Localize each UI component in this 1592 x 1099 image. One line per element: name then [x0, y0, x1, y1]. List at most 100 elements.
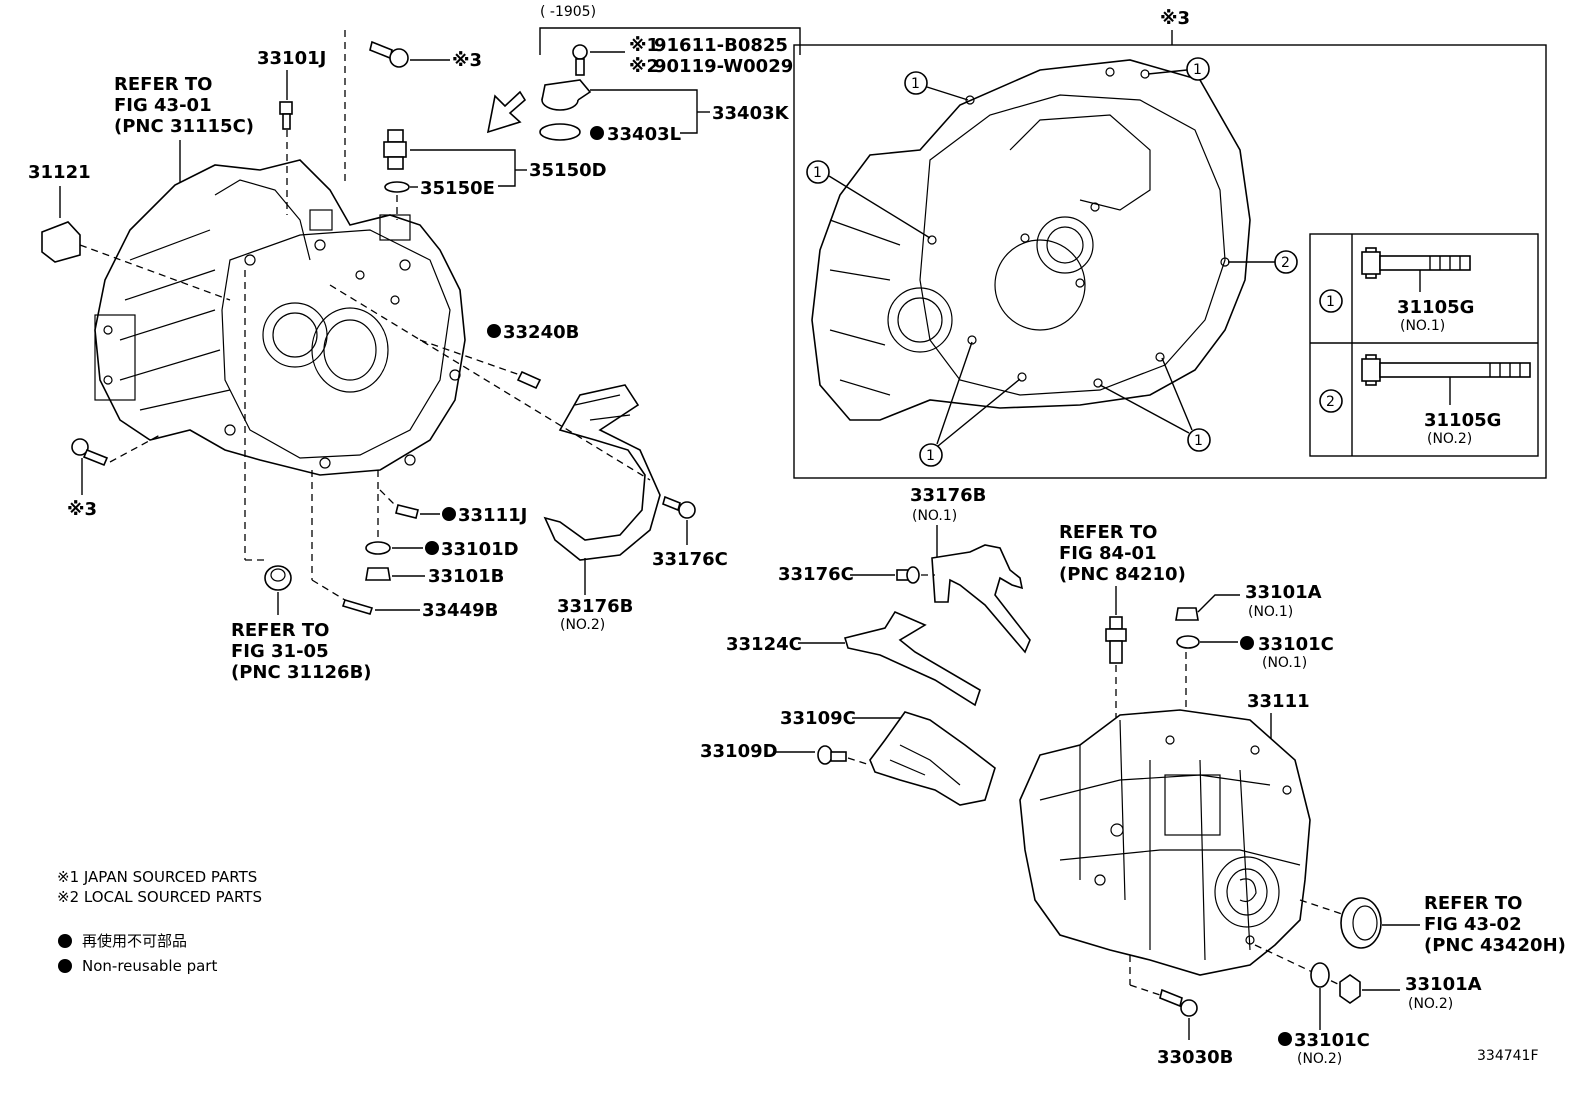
bracket-33176B-no1 — [931, 544, 1031, 654]
plug-33101B — [365, 567, 391, 581]
part-label-33030B[interactable]: 33030B — [1157, 1047, 1233, 1068]
part-sub-33101A-bot: (NO.2) — [1408, 996, 1453, 1012]
plug-31121 — [41, 221, 231, 301]
part-label-33101B[interactable]: 33101B — [428, 566, 504, 587]
gasket-33101C-no2 — [1310, 962, 1330, 988]
table-callout-1: 1 — [1326, 294, 1335, 310]
ref-fig3105-line1[interactable]: REFER TO — [231, 620, 329, 641]
legend-dot-2 — [58, 959, 72, 973]
part-sub-33176B-right: (NO.1) — [912, 508, 957, 524]
ref-fig8401-line3[interactable]: (PNC 84210) — [1059, 564, 1186, 585]
bolt-33176C-right — [896, 566, 920, 584]
inset-bolt2-sub: (NO.2) — [1427, 431, 1472, 447]
part-label-33111J[interactable]: 33111J — [458, 505, 527, 526]
ref-fig8401-line1[interactable]: REFER TO — [1059, 522, 1157, 543]
part-label-33449B[interactable]: 33449B — [422, 600, 498, 621]
part-label-35150D[interactable]: 35150D — [529, 160, 607, 181]
part-label-33101C-top[interactable]: 33101C — [1258, 634, 1334, 655]
ref-fig4302-line3[interactable]: (PNC 43420H) — [1424, 935, 1566, 956]
callout-2: 2 — [1281, 255, 1290, 271]
sensor-84210 — [1105, 616, 1127, 664]
range-note: ( -1905) — [540, 4, 596, 20]
part-label-33403K[interactable]: 33403K — [712, 103, 790, 124]
inset-callouts: 1 1 1 2 1 1 — [806, 57, 1298, 467]
part-label-35150E[interactable]: 35150E — [420, 178, 495, 199]
oil-seal-43420H — [1340, 897, 1382, 949]
gasket-33101D — [365, 541, 391, 555]
part-label-33101C-bot[interactable]: 33101C — [1294, 1030, 1370, 1051]
part-label-91611[interactable]: 91611-B0825 — [654, 35, 788, 56]
gasket-33101C-no1 — [1176, 635, 1200, 649]
ref-fig4301-line2[interactable]: FIG 43-01 — [114, 95, 212, 116]
part-label-33109D[interactable]: 33109D — [700, 741, 778, 762]
part-label-33403L[interactable]: 33403L — [607, 124, 681, 145]
direction-arrow — [486, 90, 527, 134]
cover-33109C — [869, 711, 996, 806]
inset-title[interactable]: ※3 — [1160, 8, 1190, 29]
callout-1-b: 1 — [1193, 62, 1202, 78]
sleeve-33403K — [539, 79, 592, 141]
ref-fig8401-line2[interactable]: FIG 84-01 — [1059, 543, 1157, 564]
ref-fig3105-line3[interactable]: (PNC 31126B) — [231, 662, 372, 683]
pin-33111J — [395, 504, 419, 519]
ref-fig4302-line1[interactable]: REFER TO — [1424, 893, 1522, 914]
part-label-33101A-bot[interactable]: 33101A — [1405, 974, 1482, 995]
part-label-33176C-right[interactable]: 33176C — [778, 564, 854, 585]
bolt-mark3-top — [369, 40, 409, 68]
part-label-31121[interactable]: 31121 — [28, 162, 91, 183]
mark2-label[interactable]: ※2 — [629, 56, 659, 77]
figure-id: 334741F — [1477, 1048, 1539, 1064]
plug-31126B — [264, 565, 292, 591]
bolt-91611 — [572, 44, 588, 76]
part-label-33240B[interactable]: 33240B — [503, 322, 579, 343]
part-sub-33101C-top: (NO.1) — [1262, 655, 1307, 671]
legend-japan: ※1 JAPAN SOURCED PARTS — [57, 868, 257, 886]
part-sub-33176B-left: (NO.2) — [560, 617, 605, 633]
bolt-table: 1 2 — [1309, 233, 1539, 457]
callout-1-d: 1 — [926, 448, 935, 464]
part-label-33101D[interactable]: 33101D — [441, 539, 519, 560]
mark3-lower[interactable]: ※3 — [67, 499, 97, 520]
part-label-33111[interactable]: 33111 — [1247, 691, 1310, 712]
legend-nonreuse-jp: 再使用不可部品 — [82, 932, 187, 950]
legend-local: ※2 LOCAL SOURCED PARTS — [57, 888, 262, 906]
bracket-33176B-no2 — [543, 384, 661, 561]
part-label-33176B-left[interactable]: 33176B — [557, 596, 633, 617]
bolt-mark3-lower — [71, 438, 109, 467]
plug-33101A-no2 — [1339, 974, 1361, 1004]
bolt-33030B — [1159, 988, 1198, 1017]
mark3-top[interactable]: ※3 — [452, 50, 482, 71]
ref-fig3105-line2[interactable]: FIG 31-05 — [231, 641, 329, 662]
part-label-33109C[interactable]: 33109C — [780, 708, 856, 729]
inset-box — [793, 44, 1547, 479]
plate-33124C — [843, 610, 981, 707]
table-callout-2: 2 — [1326, 394, 1335, 410]
legend-dot-1 — [58, 934, 72, 948]
bolt-33109D — [817, 745, 847, 765]
legend-nonreuse-en: Non-reusable part — [82, 957, 217, 975]
plug-33101A-no1 — [1175, 607, 1199, 621]
part-sub-33101C-bot: (NO.2) — [1297, 1051, 1342, 1067]
part-label-33101J[interactable]: 33101J — [257, 48, 326, 69]
transaxle-case-drawing — [94, 159, 466, 476]
pin-33240B — [516, 370, 542, 390]
part-label-33176C-left[interactable]: 33176C — [652, 549, 728, 570]
ref-fig4301-line3[interactable]: (PNC 31115C) — [114, 116, 254, 137]
mark1-label[interactable]: ※1 — [629, 35, 659, 56]
inset-bolt2-label[interactable]: 31105G — [1424, 410, 1501, 431]
callout-1-a: 1 — [911, 76, 920, 92]
inset-bolt1-label[interactable]: 31105G — [1397, 297, 1474, 318]
ref-fig4302-line2[interactable]: FIG 43-02 — [1424, 914, 1522, 935]
part-sub-33101A-top: (NO.1) — [1248, 604, 1293, 620]
magnet-33449B — [341, 599, 374, 615]
part-label-33124C[interactable]: 33124C — [726, 634, 802, 655]
part-label-33176B-right[interactable]: 33176B — [910, 485, 986, 506]
ref-fig4301-line1[interactable]: REFER TO — [114, 74, 212, 95]
callout-1-c: 1 — [813, 165, 822, 181]
inset-bolt1-sub: (NO.1) — [1400, 318, 1445, 334]
part-label-33101A-top[interactable]: 33101A — [1245, 582, 1322, 603]
part-label-90119[interactable]: 90119-W0029 — [654, 56, 793, 77]
callout-1-e: 1 — [1194, 433, 1203, 449]
drain-plug-33101J — [279, 101, 293, 130]
